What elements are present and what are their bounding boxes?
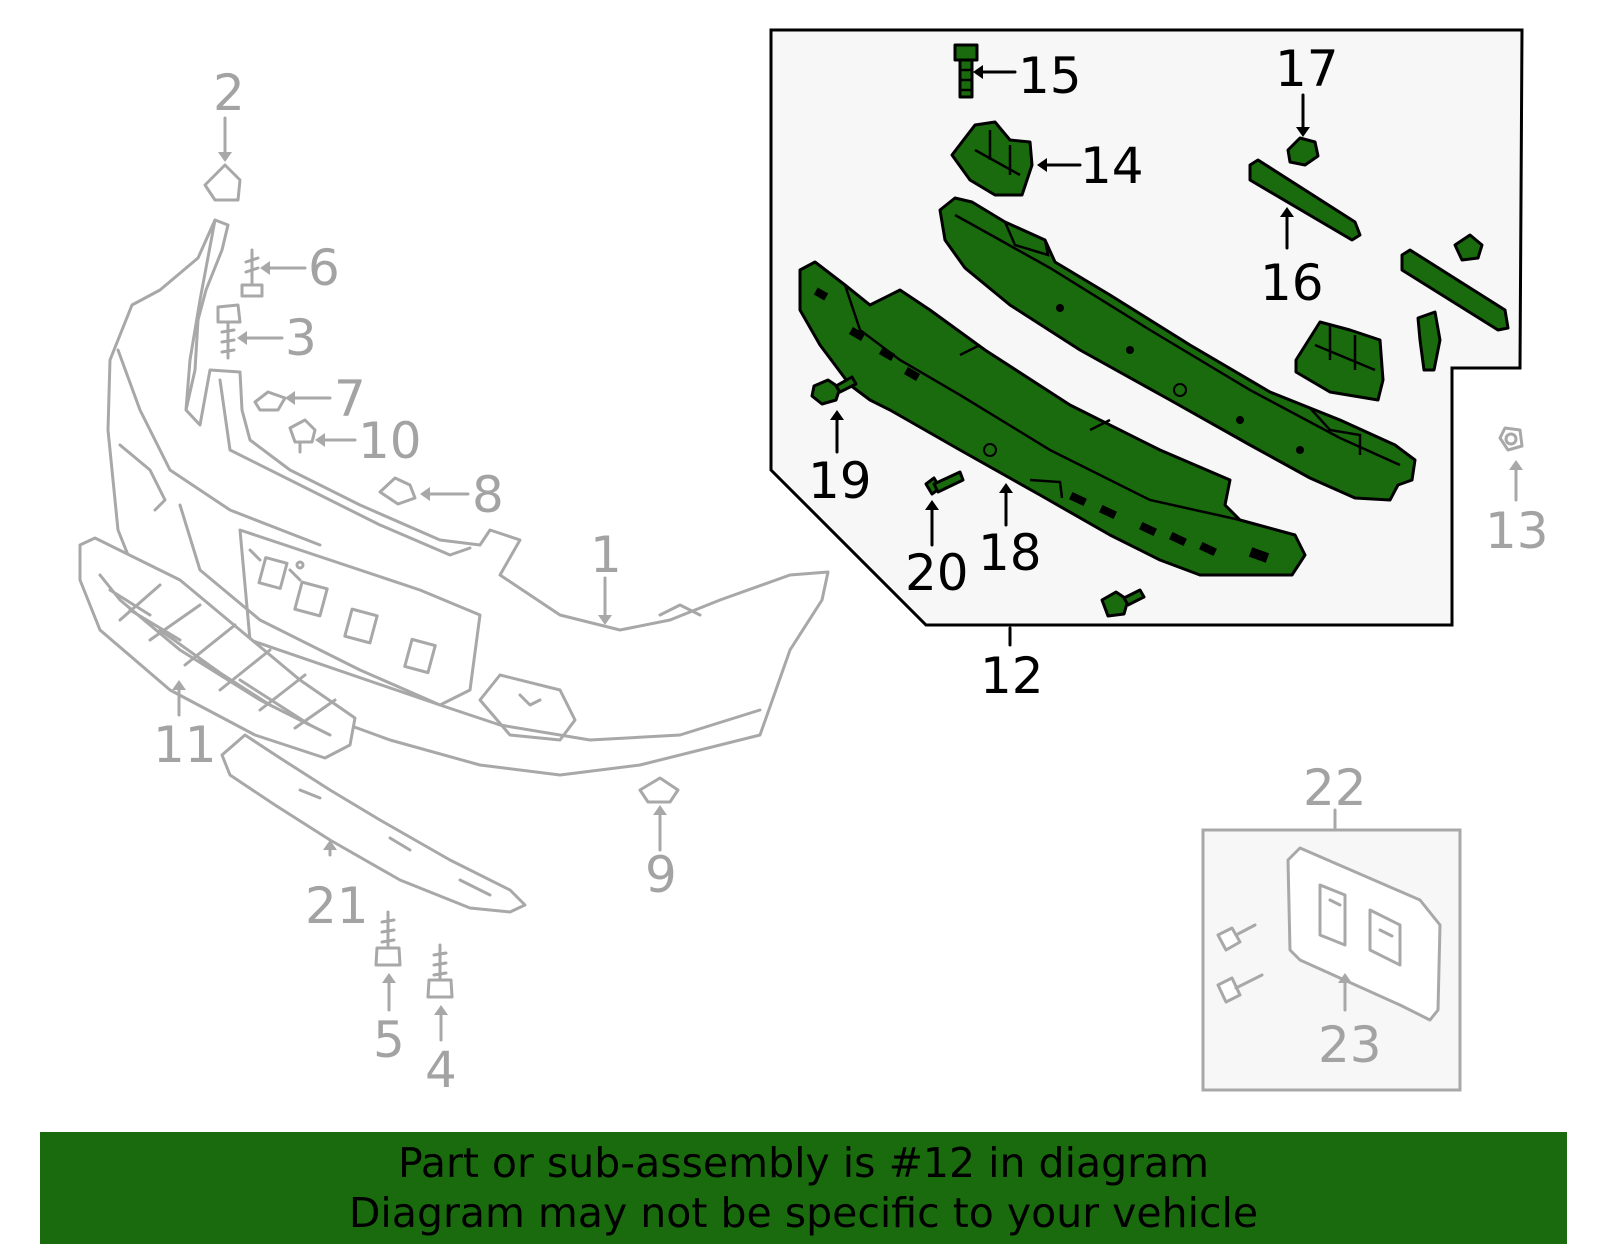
callout-15: 15 bbox=[1018, 47, 1082, 105]
callout-2: 2 bbox=[213, 64, 245, 122]
callout-4: 4 bbox=[425, 1041, 457, 1099]
callout-14: 14 bbox=[1080, 137, 1144, 195]
callout-17: 17 bbox=[1275, 40, 1339, 98]
callout-6: 6 bbox=[308, 239, 340, 297]
lower-deflector bbox=[220, 733, 527, 914]
callout-16: 16 bbox=[1260, 254, 1324, 312]
info-banner: Part or sub-assembly is #12 in diagram D… bbox=[40, 1132, 1567, 1244]
grey-fasteners bbox=[203, 163, 1524, 999]
callout-10: 10 bbox=[358, 412, 422, 470]
lower-grille bbox=[78, 536, 357, 760]
callout-19: 19 bbox=[808, 452, 872, 510]
callout-20: 20 bbox=[905, 544, 969, 602]
callout-18: 18 bbox=[978, 524, 1042, 582]
callout-5: 5 bbox=[373, 1011, 405, 1069]
callout-23: 23 bbox=[1318, 1016, 1382, 1074]
license-bracket bbox=[1216, 846, 1442, 1022]
callout-1: 1 bbox=[590, 526, 622, 584]
leader-lines bbox=[172, 65, 1523, 1042]
callout-21: 21 bbox=[305, 877, 369, 935]
callout-22: 22 bbox=[1303, 759, 1367, 817]
callout-9: 9 bbox=[645, 846, 677, 904]
callout-7: 7 bbox=[334, 370, 366, 428]
callout-12: 12 bbox=[980, 647, 1044, 705]
callout-11: 11 bbox=[153, 716, 217, 774]
callout-13: 13 bbox=[1485, 502, 1549, 560]
callout-8: 8 bbox=[472, 466, 504, 524]
banner-line-1: Part or sub-assembly is #12 in diagram bbox=[397, 1139, 1210, 1187]
callout-labels: 2 6 3 7 10 8 1 11 21 9 5 4 13 22 23 15 1… bbox=[153, 40, 1549, 1099]
callout-3: 3 bbox=[285, 309, 317, 367]
banner-line-2: Diagram may not be specific to your vehi… bbox=[348, 1189, 1259, 1237]
reinforcement-assembly bbox=[798, 43, 1510, 618]
